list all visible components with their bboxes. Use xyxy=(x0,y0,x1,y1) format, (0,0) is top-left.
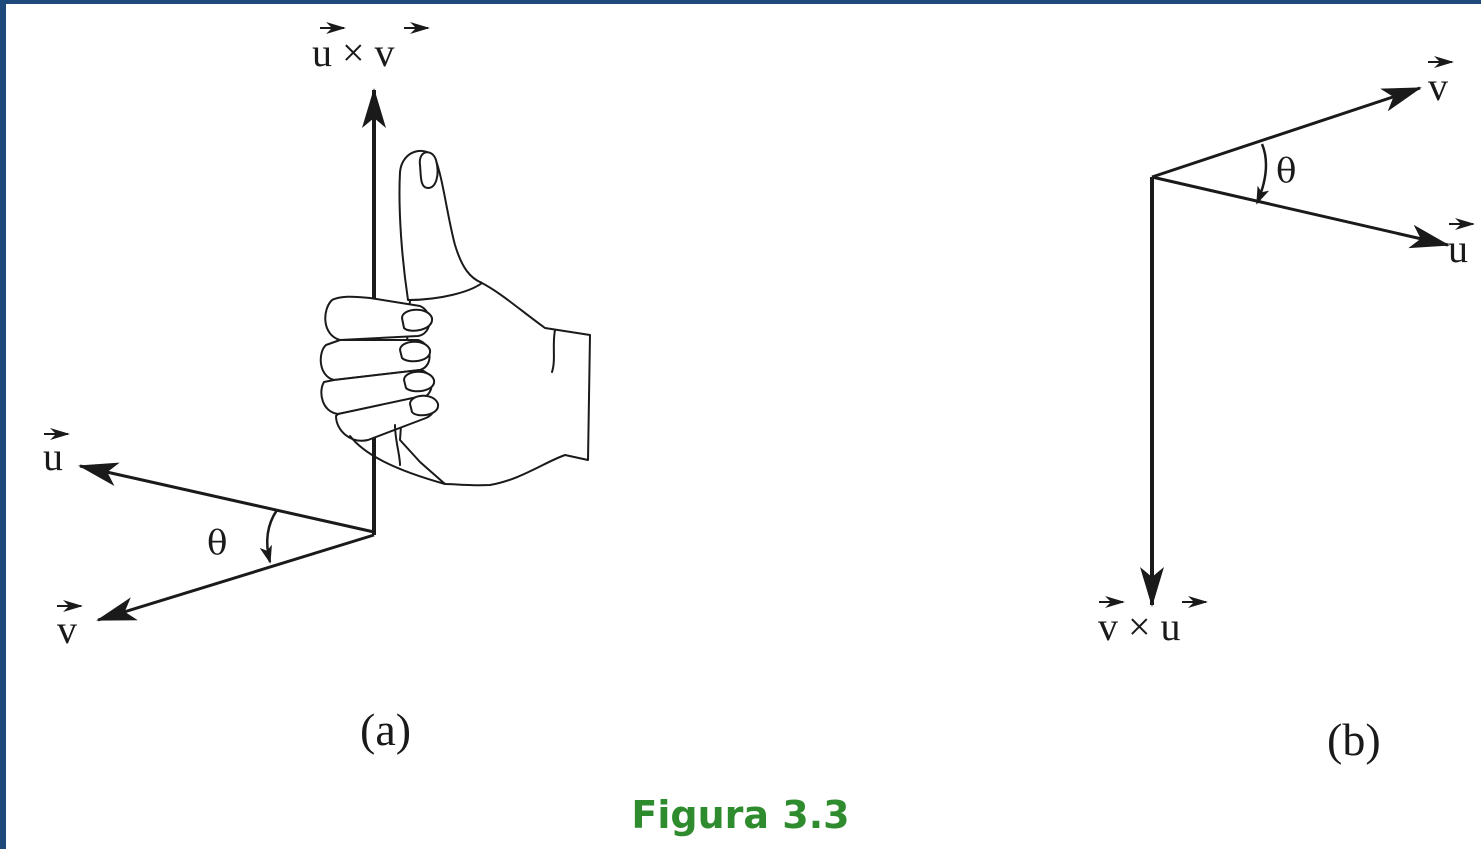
v-vector-a xyxy=(96,533,375,622)
right-hand-icon xyxy=(319,149,591,487)
u-label-a: u xyxy=(43,428,70,479)
panel-b: v u θ v × u (b) xyxy=(1098,56,1475,765)
angle-arc-a xyxy=(259,509,279,564)
svg-text:v: v xyxy=(1428,64,1448,109)
theta-label-a: θ xyxy=(207,523,227,563)
v-label-a: v xyxy=(57,600,83,652)
v-vector-b xyxy=(1151,86,1422,179)
svg-text:v × u: v × u xyxy=(1098,604,1181,649)
figure-caption: Figura 3.3 xyxy=(631,793,850,837)
svg-text:v: v xyxy=(57,607,77,652)
v-label-b: v xyxy=(1428,56,1454,109)
svg-text:u: u xyxy=(43,434,63,479)
svg-text:u: u xyxy=(1448,226,1468,271)
u-vector-a xyxy=(78,462,375,534)
u-label-b: u xyxy=(1448,218,1475,271)
svg-text:u × v: u × v xyxy=(312,30,395,75)
u-vector-b xyxy=(1151,175,1450,249)
u-cross-v-label: u × v xyxy=(312,22,430,75)
theta-label-b: θ xyxy=(1276,151,1296,191)
angle-arc-b xyxy=(1255,143,1270,205)
v-cross-u-label: v × u xyxy=(1098,596,1208,649)
panel-a-label: (a) xyxy=(360,704,411,755)
panel-a: u × v u v θ (a) xyxy=(43,22,591,755)
panel-b-label: (b) xyxy=(1327,714,1381,765)
